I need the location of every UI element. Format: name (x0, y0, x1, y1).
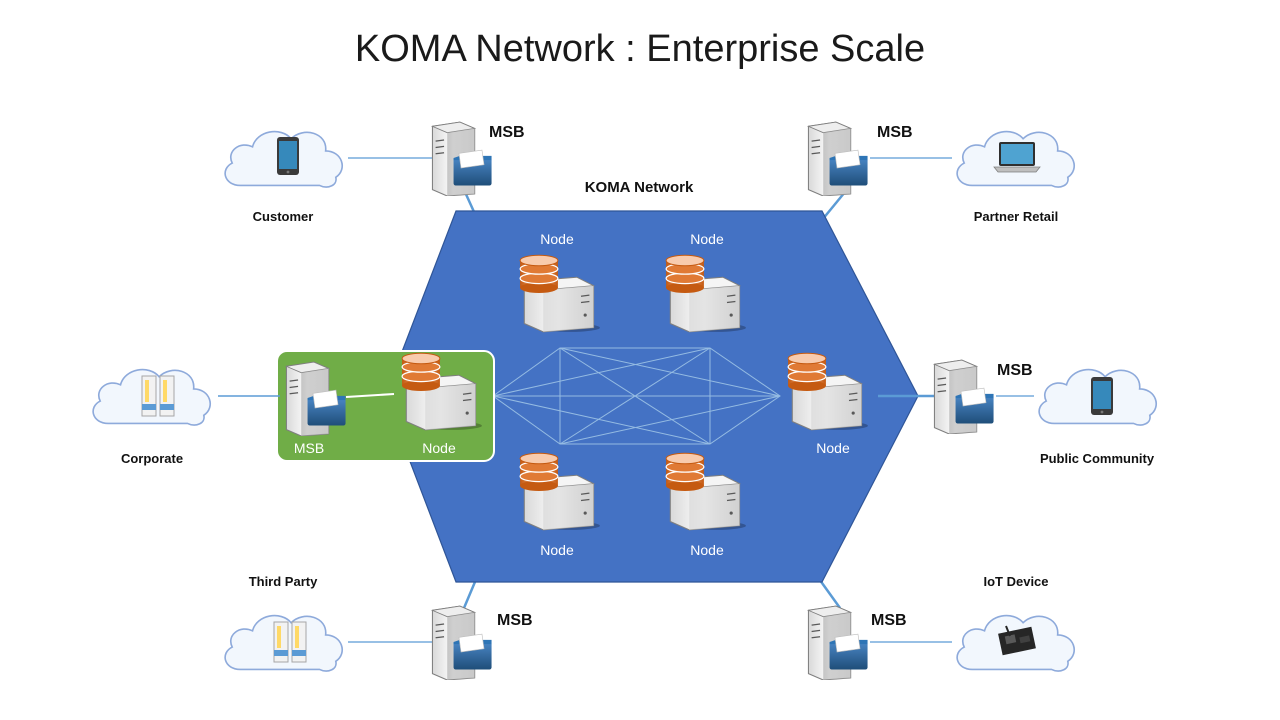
msb-label-mid-right: MSB (997, 362, 1033, 379)
smartphone-icon (277, 137, 299, 175)
node-mesh (492, 347, 781, 445)
node-label-bottom-left: Node (540, 542, 574, 558)
laptop-icon (993, 141, 1041, 173)
msb-label-bottom-left: MSB (497, 612, 533, 629)
msb-server-icon-mid-right (933, 359, 995, 434)
client-label-partner-retail: Partner Retail (973, 209, 1059, 224)
msb-label-top-left: MSB (489, 124, 525, 141)
msb-label-top-right: MSB (877, 124, 913, 141)
node-label-mid-left: Node (422, 440, 456, 456)
msb-server-icon-bottom-left (431, 605, 493, 680)
client-label-third-party: Third Party (248, 574, 318, 589)
client-links (348, 157, 1034, 643)
client-label-corporate: Corporate (120, 451, 184, 466)
smartphone-icon (1091, 377, 1113, 415)
network-label: KOMA Network (584, 179, 694, 196)
client-label-public-community: Public Community (1039, 451, 1155, 466)
msb-label-bottom-right: MSB (871, 612, 907, 629)
client-label-customer: Customer (252, 209, 314, 224)
node-label-bottom-right: Node (690, 542, 724, 558)
node-label-mid-right: Node (816, 440, 850, 456)
msb-label-mid-left: MSB (293, 440, 325, 456)
msb-server-icon-top-right (807, 121, 869, 196)
msb-server-icon-bottom-right (807, 605, 869, 680)
node-label-top-right: Node (690, 231, 724, 247)
node-label-top-left: Node (540, 231, 574, 247)
page-title: KOMA Network : Enterprise Scale (354, 28, 926, 70)
msb-server-icon-top-left (431, 121, 493, 196)
corporate-internal-link (345, 393, 395, 398)
client-label-iot-device: IoT Device (983, 574, 1049, 589)
